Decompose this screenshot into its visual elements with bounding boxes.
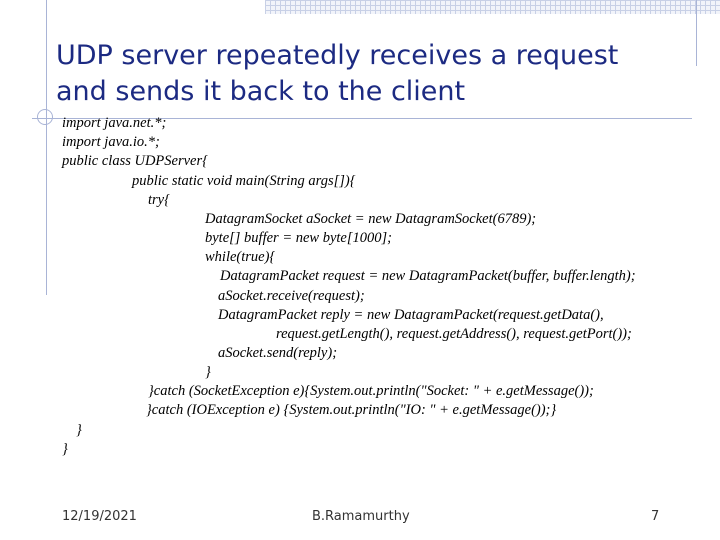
title-underline <box>32 118 692 119</box>
code-line: public class UDPServer{ <box>62 153 208 169</box>
code-line: aSocket.send(reply); <box>218 345 338 361</box>
code-line: request.getLength(), request.getAddress(… <box>276 326 632 342</box>
footer-page-number: 7 <box>651 509 660 524</box>
decorative-vertical-line-right <box>696 0 697 66</box>
decorative-vertical-line-left <box>46 0 47 295</box>
code-line: } <box>205 364 211 380</box>
code-line: while(true){ <box>205 249 276 265</box>
slide-title: UDP server repeatedly receives a request… <box>56 40 619 107</box>
code-line: } <box>62 441 68 457</box>
decorative-grid-band <box>265 0 720 14</box>
code-line: }catch (IOException e) {System.out.print… <box>146 402 557 418</box>
code-line: try{ <box>148 192 170 208</box>
code-line: } <box>76 422 82 438</box>
footer-author: B.Ramamurthy <box>312 509 410 524</box>
code-line: public static void main(String args[]){ <box>132 173 356 189</box>
code-line: aSocket.receive(request); <box>218 288 365 304</box>
code-line: }catch (SocketException e){System.out.pr… <box>148 383 594 399</box>
code-line: import java.net.*; <box>62 115 167 131</box>
decorative-circle <box>37 109 53 125</box>
code-line: DatagramPacket request = new DatagramPac… <box>220 268 636 284</box>
footer-date: 12/19/2021 <box>62 509 137 524</box>
code-line: byte[] buffer = new byte[1000]; <box>205 230 392 246</box>
code-line: import java.io.*; <box>62 134 160 150</box>
code-line: DatagramSocket aSocket = new DatagramSoc… <box>205 211 537 227</box>
code-line: DatagramPacket reply = new DatagramPacke… <box>218 307 604 323</box>
